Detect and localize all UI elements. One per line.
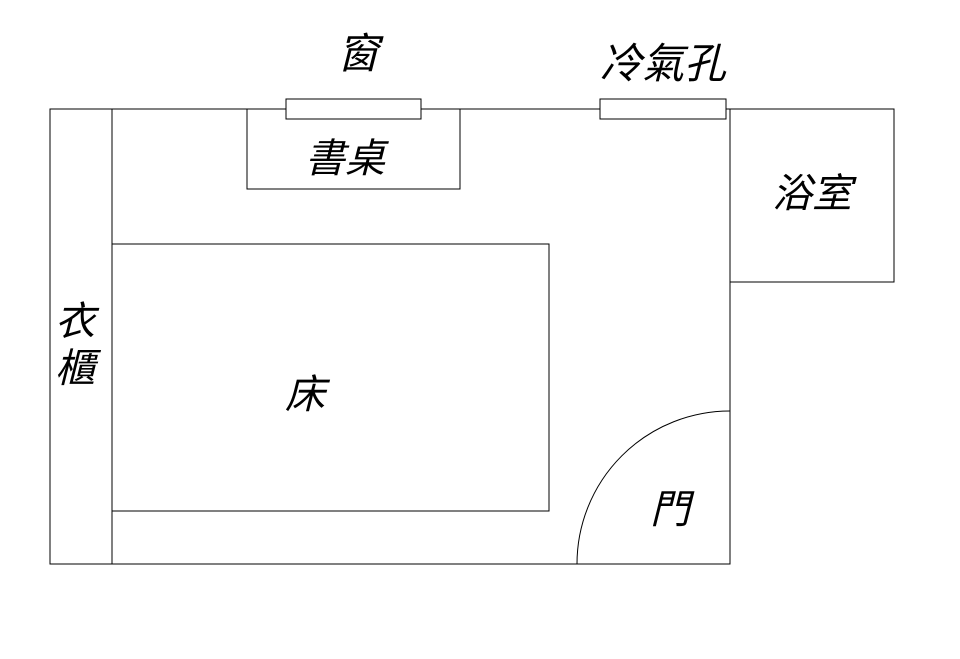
desk-label: 書桌 [305, 136, 389, 182]
window [285, 98, 422, 120]
ac-vent [599, 98, 727, 120]
door-label: 門 [650, 487, 695, 533]
bathroom [729, 108, 895, 283]
door-swing-arc [576, 410, 731, 565]
wardrobe-label-line2: 櫃 [55, 346, 102, 392]
wardrobe-label-line1: 衣 [55, 299, 100, 345]
bed [111, 243, 550, 512]
ac-vent-label: 冷氣孔 [600, 39, 727, 88]
bed-label: 床 [285, 372, 331, 418]
window-label: 窗 [337, 29, 384, 78]
bathroom-label: 浴室 [772, 171, 857, 217]
desk [246, 108, 461, 190]
